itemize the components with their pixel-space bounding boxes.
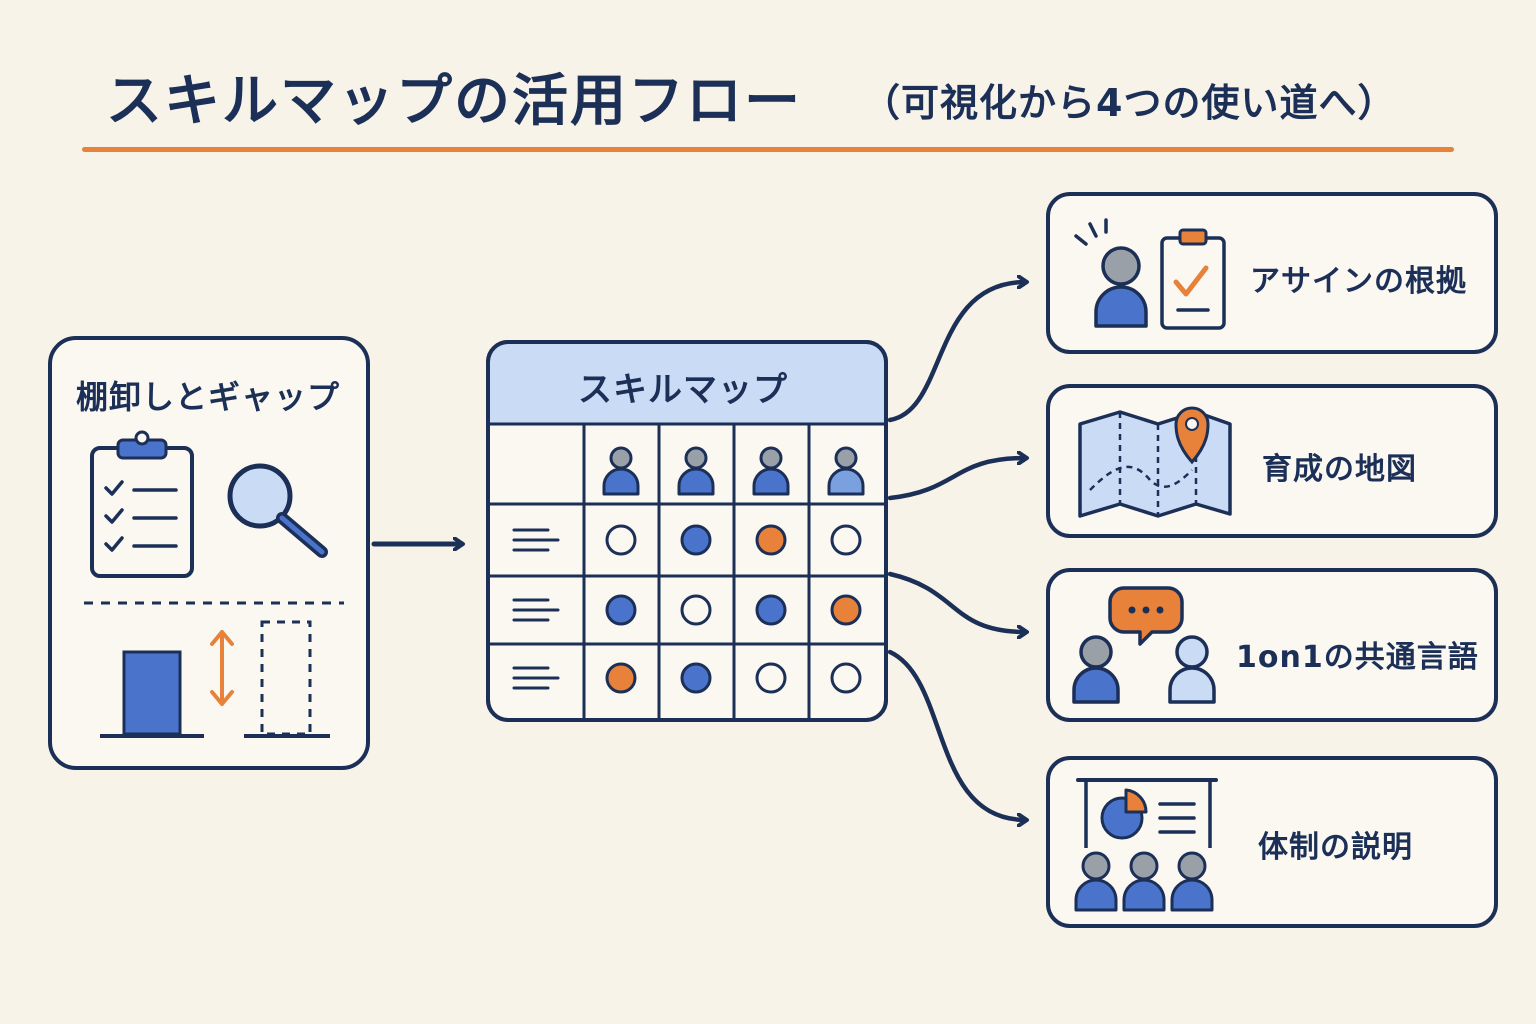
skill-level-dot xyxy=(830,662,862,694)
magnifier-icon xyxy=(227,463,328,558)
output-label-explanation: 体制の説明 xyxy=(1258,830,1413,865)
arrow-to-growth-map xyxy=(887,458,1026,501)
skill-map-table xyxy=(486,340,888,722)
arrow-to-1on1 xyxy=(887,571,1026,632)
skill-level-dot xyxy=(605,524,637,556)
skill-level-dot xyxy=(755,662,787,694)
skill-map-label: スキルマップ xyxy=(578,370,788,410)
arrow-to-assign xyxy=(887,282,1026,423)
person-clipboard-icon xyxy=(1074,218,1226,330)
skill-level-dot xyxy=(605,662,637,694)
input-box-label: 棚卸しとギャップ xyxy=(76,378,341,416)
checklist-clipboard-icon xyxy=(90,430,194,578)
conversation-icon xyxy=(1072,586,1216,704)
page-title: スキルマップの活用フロー xyxy=(106,69,802,134)
skill-level-dot xyxy=(830,524,862,556)
skill-level-dot xyxy=(755,594,787,626)
title-underline xyxy=(82,147,1454,152)
gap-bars-icon xyxy=(100,620,330,738)
member-avatar-icon xyxy=(752,446,790,496)
skill-level-dot xyxy=(680,662,712,694)
output-box-assign xyxy=(1046,192,1498,354)
skill-level-dot xyxy=(680,594,712,626)
arrow-to-explanation xyxy=(887,649,1026,820)
page-subtitle: （可視化から4つの使い道へ） xyxy=(862,81,1397,125)
skill-row-label-icon xyxy=(512,666,560,690)
output-box-explanation xyxy=(1046,756,1498,928)
map-pin-icon xyxy=(1078,406,1232,518)
output-label-1on1: 1on1の共通言語 xyxy=(1236,640,1479,675)
skill-row-label-icon xyxy=(512,528,560,552)
output-label-growth-map: 育成の地図 xyxy=(1262,452,1417,487)
presentation-icon xyxy=(1074,778,1218,912)
input-box xyxy=(48,336,370,770)
skill-level-dot xyxy=(680,524,712,556)
member-avatar-icon xyxy=(602,446,640,496)
output-label-assign: アサインの根拠 xyxy=(1250,264,1467,299)
member-avatar-icon xyxy=(677,446,715,496)
skill-level-dot xyxy=(755,524,787,556)
skill-level-dot xyxy=(605,594,637,626)
skill-row-label-icon xyxy=(512,598,560,622)
member-avatar-icon xyxy=(827,446,865,496)
title-area: スキルマップの活用フロー （可視化から4つの使い道へ） xyxy=(82,48,1454,158)
skill-level-dot xyxy=(830,594,862,626)
